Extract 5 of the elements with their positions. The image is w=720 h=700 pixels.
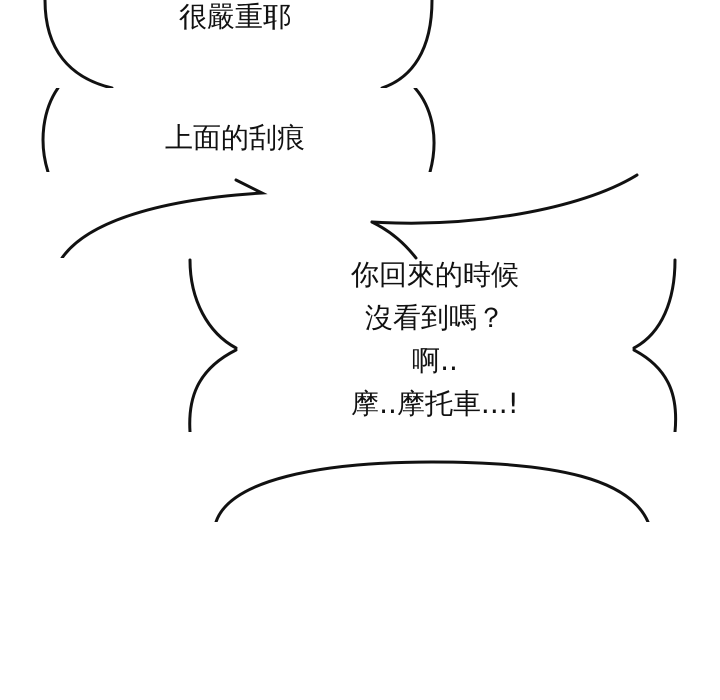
speech-text: 摩..摩托車...! (351, 386, 519, 422)
speech-text: 很嚴重耶 (179, 0, 291, 35)
speech-text: 上面的刮痕 (165, 120, 305, 156)
speech-text: 你回來的時候沒看到嗎？ (350, 257, 520, 336)
speech-text: 啊.. (412, 343, 458, 379)
